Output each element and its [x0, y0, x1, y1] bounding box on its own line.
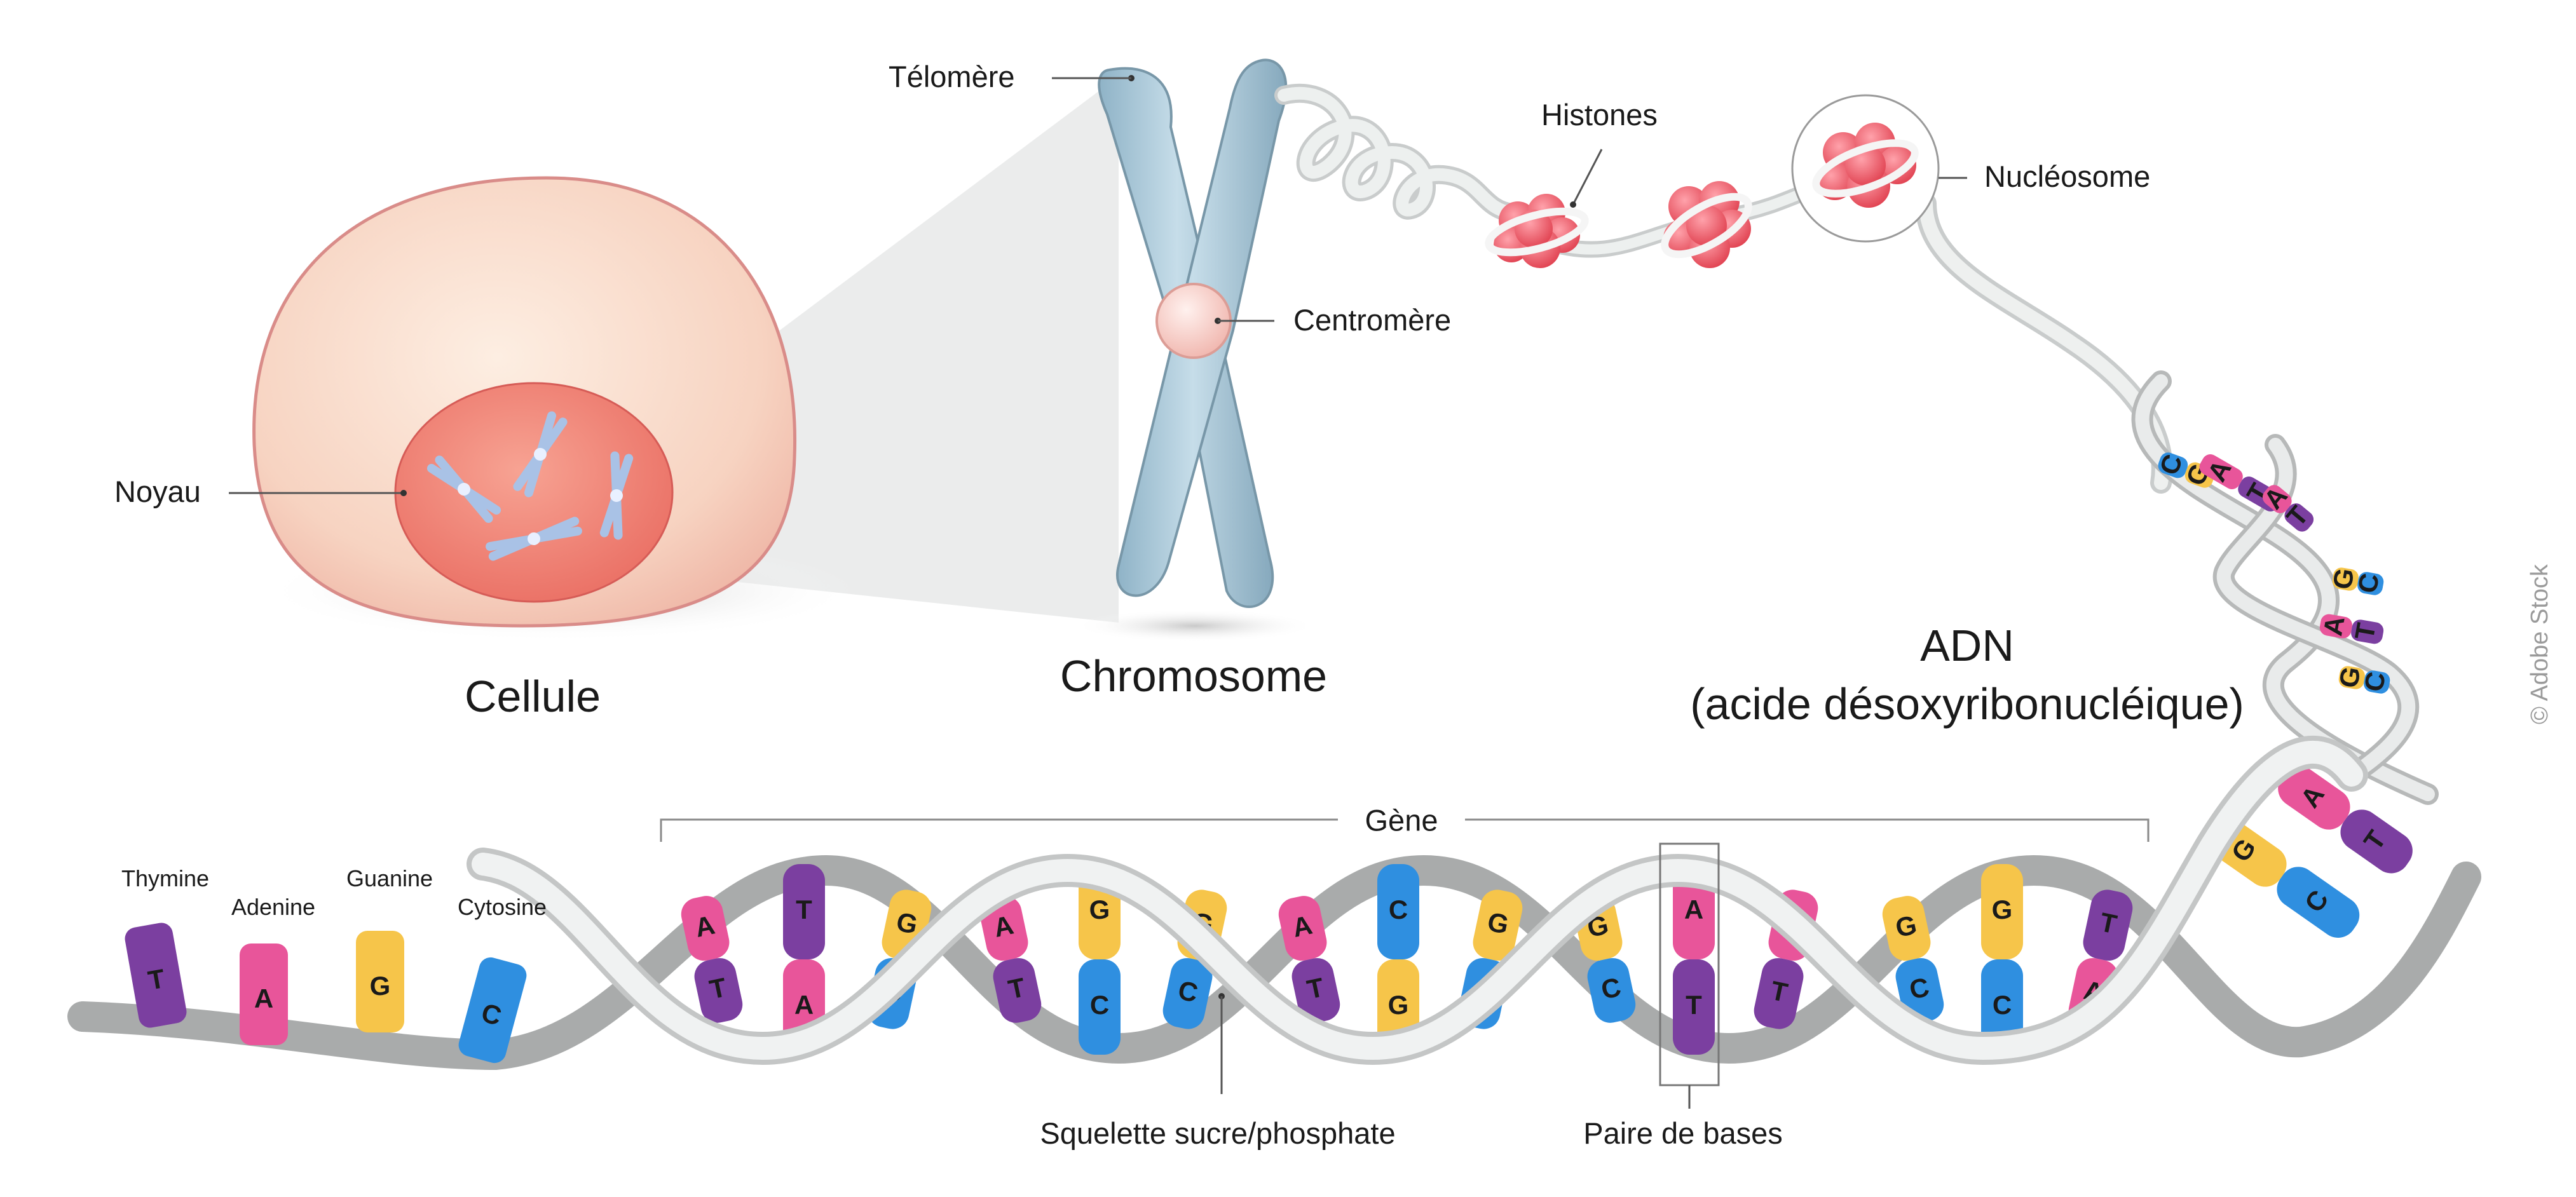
base-pair: AT [2317, 614, 2384, 644]
base-C [1162, 957, 1213, 1029]
nucleotide-adenine: A [240, 943, 288, 1045]
nucleotide-body [458, 957, 527, 1064]
chromatin-strand [1274, 83, 2173, 494]
histones-leader-line [1572, 149, 1603, 205]
base-A [681, 896, 730, 961]
chromosome-illustration: Centromère Télomère Chromosome [889, 58, 1451, 701]
dna-title-line2: (acide désoxyribonucléique) [1690, 679, 2244, 729]
base-letter: A [794, 990, 814, 1020]
histone-cluster-1 [1485, 194, 1589, 268]
noyau-label: Noyau [114, 475, 201, 508]
base-A [2262, 485, 2292, 513]
nucleotide-letter: G [370, 971, 391, 1001]
base-letter: C [1389, 895, 1408, 924]
nucleotide-body [356, 931, 404, 1032]
base-letter: G [2333, 665, 2366, 690]
base-letter: G [1388, 990, 1409, 1020]
base-letter: C [2352, 571, 2385, 595]
base-pair: CG [2153, 450, 2215, 489]
cell-illustration: Noyau Cellule [114, 76, 1119, 721]
mini-chromosomes [426, 411, 634, 561]
histones-label: Histones [1541, 98, 1658, 132]
base-T [993, 957, 1042, 1023]
telomere-label: Télomère [889, 60, 1015, 93]
base-A [1278, 896, 1327, 961]
backbone-strand-front-highlight [472, 740, 2363, 1060]
backbone-label: Squelette sucre/phosphate [1040, 1116, 1395, 1150]
base-pair: AT [1673, 864, 1715, 1055]
nucleosome-label: Nucléosome [1984, 159, 2150, 193]
chromosome-shadow [1074, 609, 1316, 642]
base-C [2158, 452, 2188, 478]
histone-cluster-2 [1661, 181, 1752, 268]
base-letter: T [796, 895, 812, 924]
base-G [1473, 889, 1523, 961]
centromere-label: Centromère [1293, 303, 1451, 337]
cell-title: Cellule [465, 672, 601, 721]
base-C [1079, 959, 1121, 1055]
dna-title-line1: ADN [1920, 621, 2014, 670]
nucleotide-letter: A [254, 984, 273, 1013]
gene-bracket [660, 818, 2150, 842]
base-pair: AT [2278, 766, 2413, 874]
base-G [2332, 567, 2359, 591]
base-C [2364, 670, 2390, 694]
base-T [2351, 619, 2384, 644]
nucleotide-name-label: Cytosine [458, 894, 547, 920]
base-T [2340, 809, 2413, 874]
nucleotide-cytosine: C [458, 957, 527, 1064]
histones-leader-dot [1570, 201, 1576, 208]
base-pair: GC [1882, 896, 1944, 1023]
base-letter: G [1992, 895, 2013, 924]
base-G [1981, 864, 2023, 959]
nucleotide-body [125, 923, 187, 1028]
nucleotide-body [240, 943, 288, 1045]
base-T [783, 864, 825, 959]
base-A [2278, 766, 2350, 830]
base-T [694, 957, 743, 1023]
noyau-leader-dot [400, 490, 407, 496]
nucleotide-guanine: G [356, 931, 404, 1032]
nucleus [394, 382, 674, 603]
base-letter: T [1686, 990, 1702, 1020]
base-pair: AT [1278, 896, 1340, 1023]
base-C [2357, 572, 2384, 595]
base-A [2199, 454, 2243, 489]
base-T [2083, 889, 2133, 961]
nucleosome [1791, 94, 1940, 243]
base-T [2284, 503, 2314, 532]
base-T [1754, 957, 1804, 1029]
base-pair-label: Paire de bases [1583, 1116, 1783, 1150]
base-pair: GC [1574, 896, 1636, 1023]
upper-helix [2131, 370, 2439, 805]
gene-label: Gène [1365, 803, 1438, 837]
base-letter: G [1089, 895, 1110, 924]
base-pair: GC [2327, 566, 2385, 595]
base-pair: GC [1981, 864, 2023, 1055]
base-C [1587, 957, 1636, 1023]
base-pair: AT [681, 896, 743, 1023]
nucleotide-name-label: Guanine [346, 865, 433, 891]
base-A [2319, 614, 2352, 639]
base-letter: A [1684, 895, 1703, 924]
nucleotide-thymine: T [125, 923, 187, 1028]
base-T [1673, 959, 1715, 1055]
base-pair: GC [2333, 665, 2391, 694]
base-G [2338, 666, 2365, 689]
base-C [2277, 867, 2360, 938]
nucleotide-name-label: Thymine [121, 865, 209, 891]
base-C [1377, 864, 1419, 959]
watermark: © Adobe Stock [2526, 564, 2553, 724]
chromosome-title: Chromosome [1060, 651, 1327, 701]
base-letter: C [1993, 990, 2012, 1020]
base-G [1882, 896, 1931, 961]
nucleotide-name-label: Adenine [231, 894, 315, 920]
base-T [1291, 957, 1340, 1023]
base-letter: G [2327, 566, 2360, 592]
base-letter: C [1090, 990, 1109, 1020]
